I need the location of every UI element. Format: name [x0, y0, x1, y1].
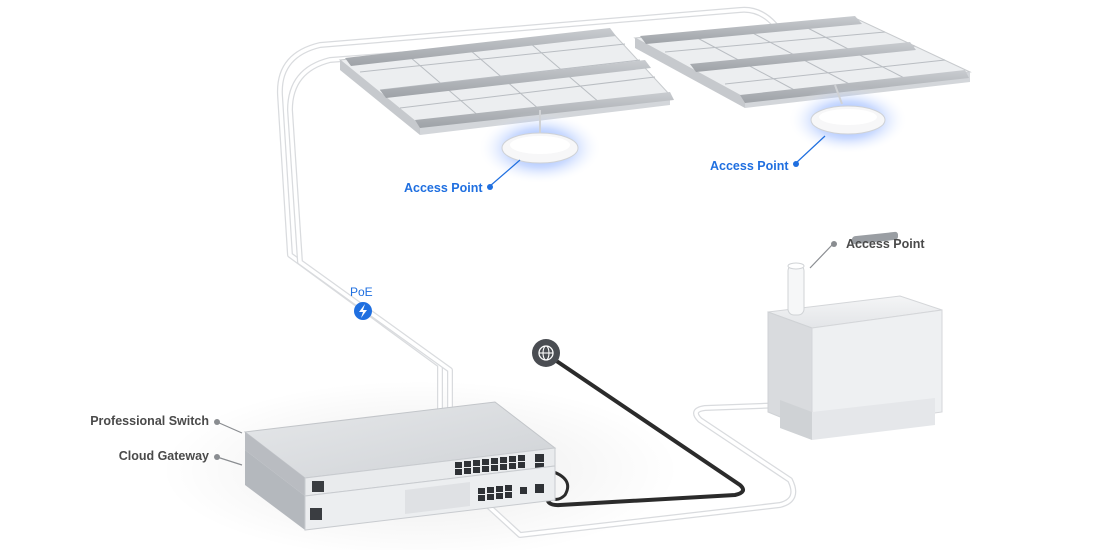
access-point-right — [788, 84, 908, 154]
label-professional-switch: Professional Switch — [90, 414, 209, 428]
cloud-gateway — [245, 450, 556, 531]
lightning-bolt-icon — [354, 302, 372, 320]
access-point-left — [478, 110, 602, 184]
label-dot-right — [793, 161, 799, 167]
label-cloud-gateway: Cloud Gateway — [118, 449, 209, 463]
label-dot-left — [487, 184, 493, 190]
ceiling-grid-left — [338, 28, 674, 135]
professional-switch — [243, 401, 557, 497]
poe-cable-white — [276, 6, 803, 538]
label-dot-switch — [214, 419, 220, 425]
label-access-point-left: Access Point — [404, 181, 483, 195]
label-access-point-right: Access Point — [710, 159, 789, 173]
globe-icon — [532, 339, 560, 367]
label-access-point-outdoor: Access Point — [846, 237, 925, 251]
label-poe: PoE — [350, 285, 373, 299]
ceiling-grid-right — [633, 16, 972, 108]
label-dot-outdoor — [831, 241, 837, 247]
gateway-ports — [478, 484, 544, 501]
switch-ports — [455, 454, 544, 475]
leader-lines-blue — [489, 135, 826, 187]
leader-lines-gray — [216, 243, 834, 466]
outdoor-access-point-enclosure — [767, 231, 943, 440]
label-dot-gateway — [214, 454, 220, 460]
